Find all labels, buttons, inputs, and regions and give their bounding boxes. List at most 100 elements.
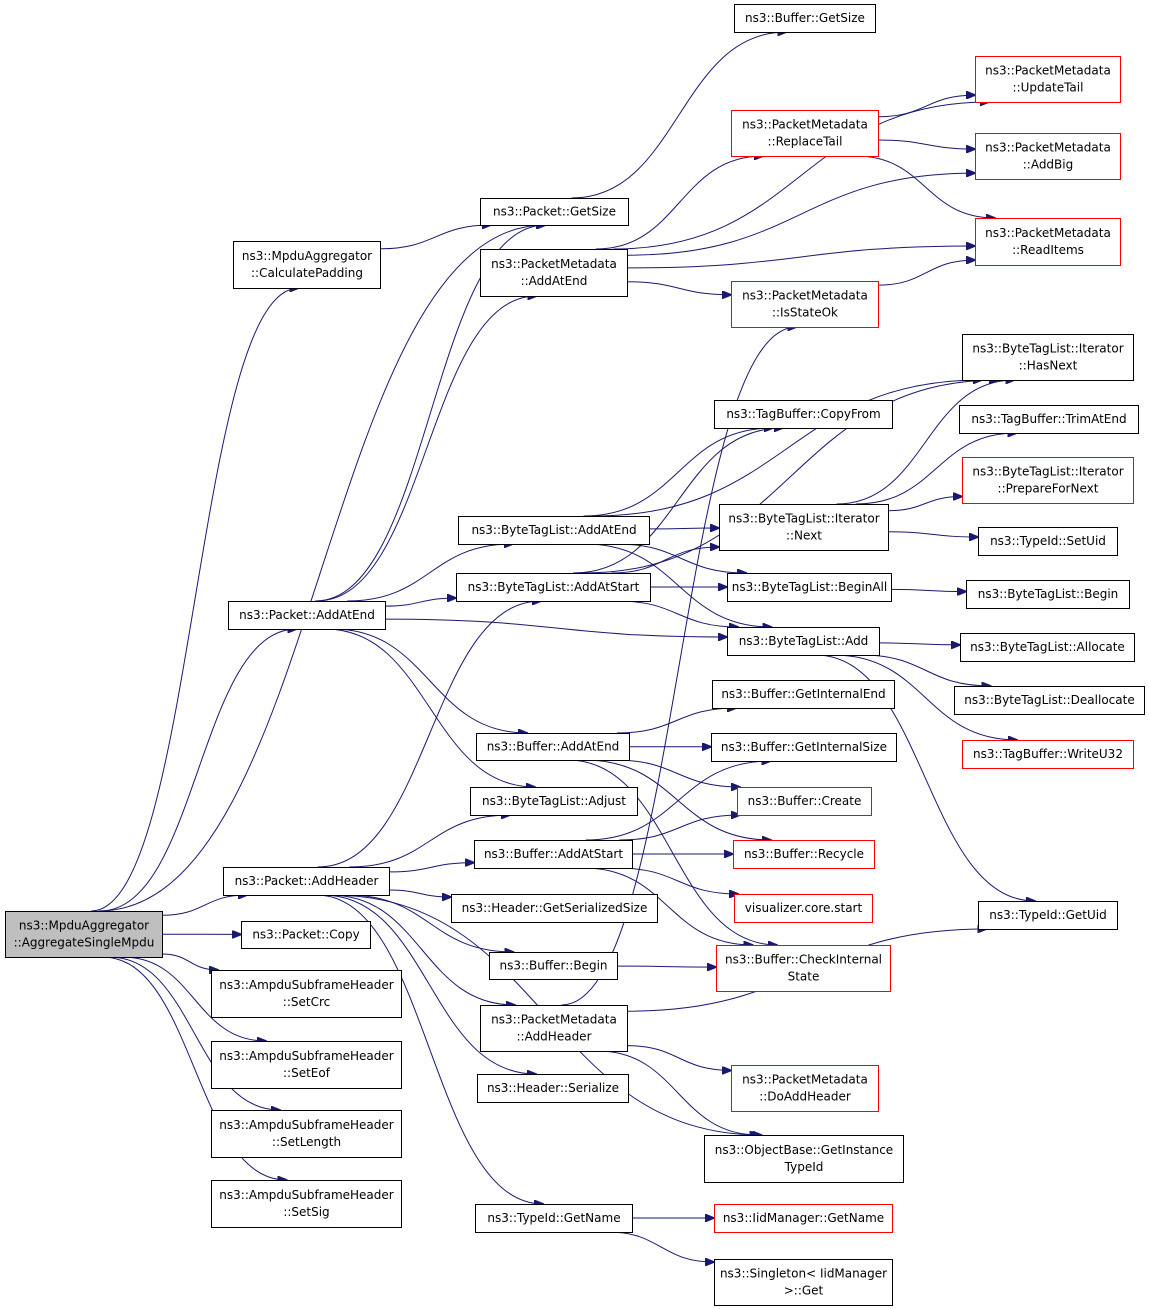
node-tagbuf-writeu32[interactable]: ns3::TagBuffer::WriteU32 [962, 740, 1134, 769]
node-pkt-getsize[interactable]: ns3::Packet::GetSize [480, 198, 629, 226]
node-buf-addatend[interactable]: ns3::Buffer::AddAtEnd [476, 733, 630, 761]
node-label: ns3::TagBuffer::CopyFrom [726, 407, 880, 421]
node-pm-addatend[interactable]: ns3::PacketMetadata::AddAtEnd [480, 249, 628, 297]
node-label: ::DoAddHeader [759, 1090, 851, 1104]
node-setsig[interactable]: ns3::AmpduSubframeHeader::SetSig [211, 1180, 402, 1228]
node-tagbuf-copyfrom[interactable]: ns3::TagBuffer::CopyFrom [714, 400, 893, 429]
node-btl-add[interactable]: ns3::ByteTagList::Add [727, 627, 880, 656]
node-label: ns3::MpduAggregator [242, 249, 372, 263]
node-box [712, 680, 895, 709]
edge-calcpad-to-pkt_getsize [379, 225, 491, 250]
node-iid-getname[interactable]: ns3::IidManager::GetName [714, 1204, 893, 1233]
node-root[interactable]: ns3::MpduAggregator::AggregateSingleMpdu [5, 911, 163, 958]
node-label: ns3::PacketMetadata [742, 1073, 868, 1087]
edge-pm_addatend-to-pm_isstateok [626, 281, 731, 295]
node-label: ns3::ByteTagList::Iterator [972, 342, 1123, 356]
node-box [241, 921, 371, 949]
node-pm-addheader[interactable]: ns3::PacketMetadata::AddHeader [480, 1005, 628, 1052]
node-pm-readitems[interactable]: ns3::PacketMetadata::ReadItems [975, 218, 1121, 266]
edge-pkt_addheader-to-pm_addheader [329, 894, 515, 1005]
node-label: ns3::ObjectBase::GetInstance [715, 1143, 893, 1157]
node-label: ns3::Header::GetSerializedSize [462, 901, 648, 915]
node-btl-allocate[interactable]: ns3::ByteTagList::Allocate [960, 633, 1135, 662]
node-label: ns3::AmpduSubframeHeader [219, 978, 394, 992]
node-label: ns3::TypeId::GetUid [989, 908, 1107, 922]
edge-btl_addatend-to-btl_add [584, 543, 772, 627]
node-pkt-copy[interactable]: ns3::Packet::Copy [241, 921, 371, 949]
node-btl-beginall[interactable]: ns3::ByteTagList::BeginAll [727, 573, 892, 602]
node-label: ns3::Buffer::Begin [499, 959, 607, 973]
node-label: ns3::PacketMetadata [491, 257, 617, 271]
node-buf-getintsize[interactable]: ns3::Buffer::GetInternalSize [711, 733, 897, 762]
edge-btl_addatend-to-tagbuf_copyfrom [583, 428, 773, 517]
node-box [737, 787, 872, 816]
node-setcrc[interactable]: ns3::AmpduSubframeHeader::SetCrc [211, 970, 402, 1018]
node-btl-dealloc[interactable]: ns3::ByteTagList::Deallocate [954, 686, 1145, 715]
node-btl-addatend[interactable]: ns3::ByteTagList::AddAtEnd [458, 516, 650, 545]
node-typeid-setuid[interactable]: ns3::TypeId::SetUid [978, 527, 1118, 556]
node-pm-replacetail[interactable]: ns3::PacketMetadata::ReplaceTail [731, 110, 879, 157]
edge-buf_addatstart-to-buf_create [619, 815, 740, 841]
node-label: ns3::AmpduSubframeHeader [219, 1118, 394, 1132]
node-label: ::ReadItems [1012, 243, 1084, 257]
node-buf-getsize[interactable]: ns3::Buffer::GetSize [734, 4, 876, 33]
node-calcpad[interactable]: ns3::MpduAggregator::CalculatePadding [233, 241, 381, 289]
node-singleton-get[interactable]: ns3::Singleton< IidManager>::Get [714, 1259, 893, 1306]
node-hdr-serialize[interactable]: ns3::Header::Serialize [477, 1074, 629, 1103]
node-btl-adjust[interactable]: ns3::ByteTagList::Adjust [470, 787, 638, 816]
node-label: ns3::ByteTagList::Add [739, 634, 869, 648]
edge-pm_isstateok-to-pm_readitems [877, 260, 975, 286]
edge-pkt_addatend-to-btl_adjust [325, 628, 535, 787]
node-label: ns3::PacketMetadata [491, 1013, 617, 1027]
node-btli-prepare[interactable]: ns3::ByteTagList::Iterator::PrepareForNe… [962, 457, 1134, 504]
edge-buf_addatstart-to-buf_getintsize [585, 761, 771, 841]
edge-root-to-pkt_getsize [98, 225, 546, 912]
node-box [962, 740, 1134, 769]
node-buf-addatstart[interactable]: ns3::Buffer::AddAtStart [474, 840, 633, 869]
node-pkt-addheader[interactable]: ns3::Packet::AddHeader [223, 867, 390, 896]
edge-pkt_addheader-to-hdr_serialize [322, 894, 536, 1074]
node-btli-next[interactable]: ns3::ByteTagList::Iterator::Next [719, 504, 889, 551]
edge-pm_addatend-to-pm_addbig [626, 173, 975, 256]
node-label: ns3::PacketMetadata [742, 289, 868, 303]
node-box [734, 894, 873, 923]
node-seteof[interactable]: ns3::AmpduSubframeHeader::SetEof [211, 1041, 402, 1089]
node-label: ns3::Packet::GetSize [493, 205, 616, 219]
node-box [480, 249, 628, 297]
node-btl-addatstart[interactable]: ns3::ByteTagList::AddAtStart [456, 573, 651, 602]
node-label: ::AddBig [1023, 158, 1074, 172]
node-typeid-getuid[interactable]: ns3::TypeId::GetUid [978, 901, 1118, 930]
node-buf-create[interactable]: ns3::Buffer::Create [737, 787, 872, 816]
edge-pkt_addheader-to-typeid_getname [316, 894, 543, 1204]
edge-btl_addatend-to-btli_hasnext [593, 380, 982, 517]
node-viz-start[interactable]: visualizer.core.start [734, 894, 873, 923]
edge-pkt_addheader-to-btl_adjust [349, 815, 510, 868]
node-box [451, 894, 658, 923]
node-box [962, 457, 1134, 504]
node-buf-recycle[interactable]: ns3::Buffer::Recycle [733, 840, 875, 869]
edge-typeid_getname-to-singleton_get [608, 1231, 714, 1262]
node-buf-begin[interactable]: ns3::Buffer::Begin [489, 952, 618, 980]
node-pm-doaddheader[interactable]: ns3::PacketMetadata::DoAddHeader [731, 1065, 879, 1112]
node-pm-isstateok[interactable]: ns3::PacketMetadata::IsStateOk [731, 281, 879, 328]
node-pkt-addatend[interactable]: ns3::Packet::AddAtEnd [228, 601, 386, 630]
node-label: ns3::Buffer::Create [748, 794, 862, 808]
edge-pm_addatend-to-pm_readitems [626, 246, 975, 269]
node-typeid-getname[interactable]: ns3::TypeId::GetName [475, 1204, 633, 1233]
node-pm-updatetail[interactable]: ns3::PacketMetadata::UpdateTail [975, 56, 1121, 103]
node-label: ::HasNext [1019, 359, 1078, 373]
node-btl-begin[interactable]: ns3::ByteTagList::Begin [966, 580, 1130, 609]
edge-btli_next-to-typeid_setuid [887, 531, 978, 537]
node-hdr-getser[interactable]: ns3::Header::GetSerializedSize [451, 894, 658, 923]
node-label: visualizer.core.start [745, 901, 863, 915]
node-label: ::CalculatePadding [251, 266, 363, 280]
node-box [228, 601, 386, 630]
node-setlength[interactable]: ns3::AmpduSubframeHeader::SetLength [211, 1110, 402, 1158]
node-btli-hasnext[interactable]: ns3::ByteTagList::Iterator::HasNext [962, 334, 1134, 381]
node-buf-getintend[interactable]: ns3::Buffer::GetInternalEnd [712, 680, 895, 709]
node-box [211, 1180, 402, 1228]
node-pm-addbig[interactable]: ns3::PacketMetadata::AddBig [975, 133, 1121, 180]
node-tagbuf-trim[interactable]: ns3::TagBuffer::TrimAtEnd [959, 405, 1139, 434]
